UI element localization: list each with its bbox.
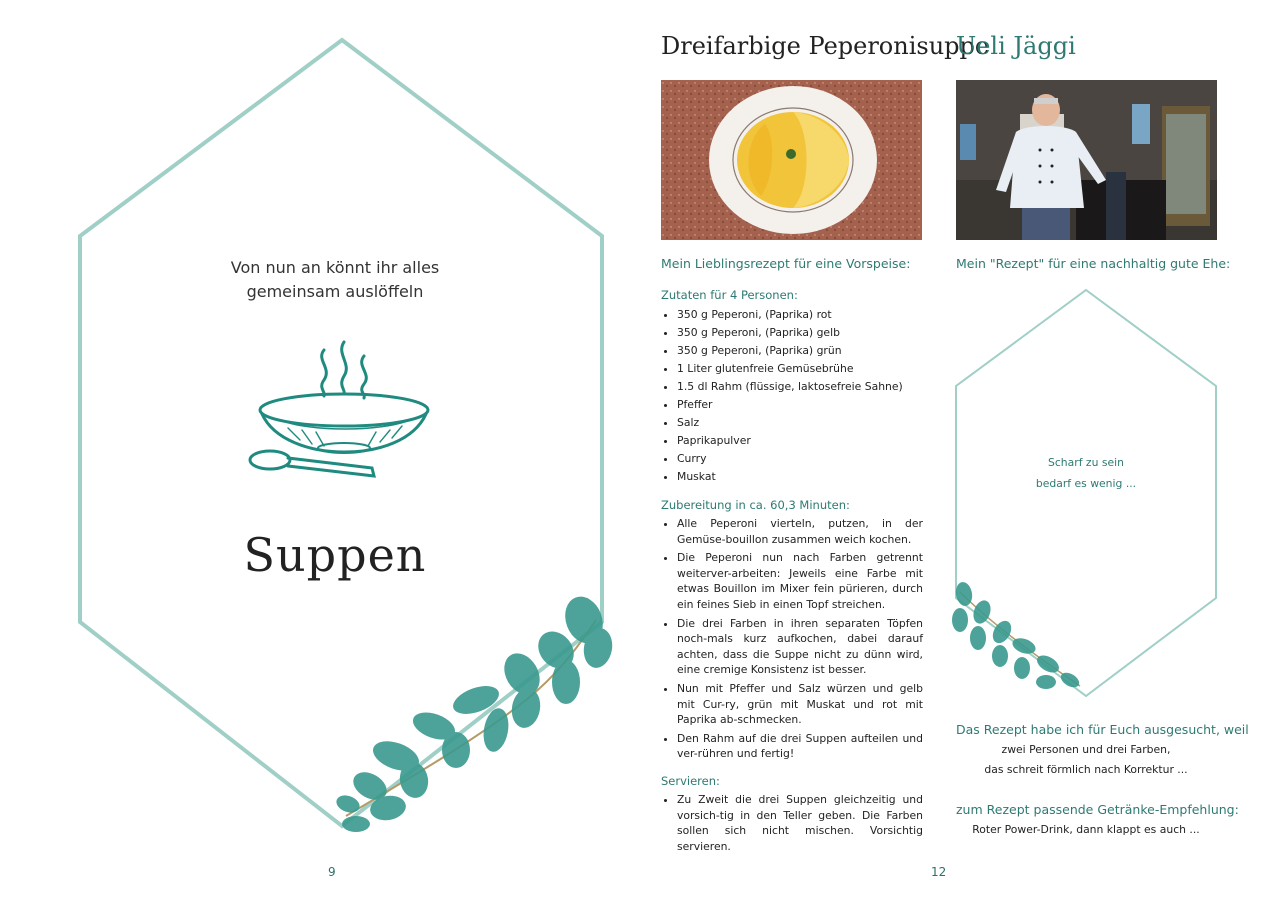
quote-text: Scharf zu sein bedarf es wenig ... — [956, 452, 1216, 494]
list-item: Nun mit Pfeffer und Salz würzen und gelb… — [677, 681, 923, 728]
list-item: 350 g Peperoni, (Paprika) rot — [677, 306, 923, 324]
eucalyptus-branch-icon — [336, 596, 613, 832]
drink-heading: zum Rezept passende Getränke-Empfehlung: — [956, 802, 1239, 817]
prep-heading: Zubereitung in ca. 60,3 Minuten: — [661, 498, 850, 512]
intro-line-1: Von nun an könnt ihr alles — [230, 258, 440, 277]
list-item: Paprikapulver — [677, 432, 923, 450]
reason-line-1: zwei Personen und drei Farben, — [1001, 743, 1171, 756]
serve-list: Zu Zweit die drei Suppen gleichzeitig un… — [661, 792, 923, 854]
page-number-left: 9 — [328, 865, 336, 879]
list-item: Salz — [677, 414, 923, 432]
intro-line-2: gemeinsam auslöffeln — [246, 282, 424, 301]
recipe-subtitle: Mein Lieblingsrezept für eine Vorspeise: — [661, 256, 911, 271]
soup-plate-photo — [661, 80, 922, 240]
left-page: Von nun an könnt ihr alles gemeinsam aus… — [78, 37, 613, 879]
list-item: Muskat — [677, 468, 923, 486]
page-number-right: 12 — [931, 865, 947, 879]
ingredients-heading: Zutaten für 4 Personen: — [661, 288, 798, 302]
list-item: Alle Peperoni vierteln, putzen, in der G… — [677, 516, 923, 547]
serve-heading: Servieren: — [661, 773, 720, 788]
author-hexagon-frame — [955, 288, 1217, 698]
list-item: Die Peperoni nun nach Farben getrennt we… — [677, 550, 923, 612]
quote-line-2: bedarf es wenig ... — [1035, 477, 1137, 490]
drink-text: Roter Power-Drink, dann klappt es auch .… — [972, 823, 1200, 836]
soup-bowl-icon — [248, 340, 430, 478]
prep-list: Alle Peperoni vierteln, putzen, in der G… — [661, 516, 923, 762]
list-item: 1 Liter glutenfreie Gemüsebrühe — [677, 360, 923, 378]
recipe-body: Zutaten für 4 Personen: 350 g Peperoni, … — [661, 286, 923, 864]
reason-text: zwei Personen und drei Farben, das schre… — [956, 740, 1216, 780]
list-item: Die drei Farben in ihren separaten Töpfe… — [677, 616, 923, 678]
list-item: 350 g Peperoni, (Paprika) grün — [677, 342, 923, 360]
list-item: 1.5 dl Rahm (flüssige, laktosefreie Sahn… — [677, 378, 923, 396]
list-item: Zu Zweit die drei Suppen gleichzeitig un… — [677, 792, 923, 854]
list-item: Curry — [677, 450, 923, 468]
list-item: Pfeffer — [677, 396, 923, 414]
reason-line-2: das schreit förmlich nach Korrektur ... — [984, 763, 1188, 776]
reason-heading: Das Rezept habe ich für Euch ausgesucht,… — [956, 722, 1249, 737]
author-name: Ueli Jäggi — [956, 32, 1076, 60]
chef-portrait-photo — [956, 80, 1217, 240]
eucalyptus-sprig-icon — [952, 582, 1081, 689]
quote-line-1: Scharf zu sein — [1048, 456, 1124, 469]
hexagon-frame — [78, 37, 604, 829]
list-item: 350 g Peperoni, (Paprika) gelb — [677, 324, 923, 342]
author-subtitle: Mein "Rezept" für eine nachhaltig gute E… — [956, 256, 1231, 271]
intro-text: Von nun an könnt ihr alles gemeinsam aus… — [180, 256, 490, 304]
ingredients-list: 350 g Peperoni, (Paprika) rot 350 g Pepe… — [661, 306, 923, 486]
section-title: Suppen — [243, 528, 427, 582]
recipe-title: Dreifarbige Peperonisuppe — [661, 32, 990, 60]
list-item: Den Rahm auf die drei Suppen aufteilen u… — [677, 731, 923, 762]
